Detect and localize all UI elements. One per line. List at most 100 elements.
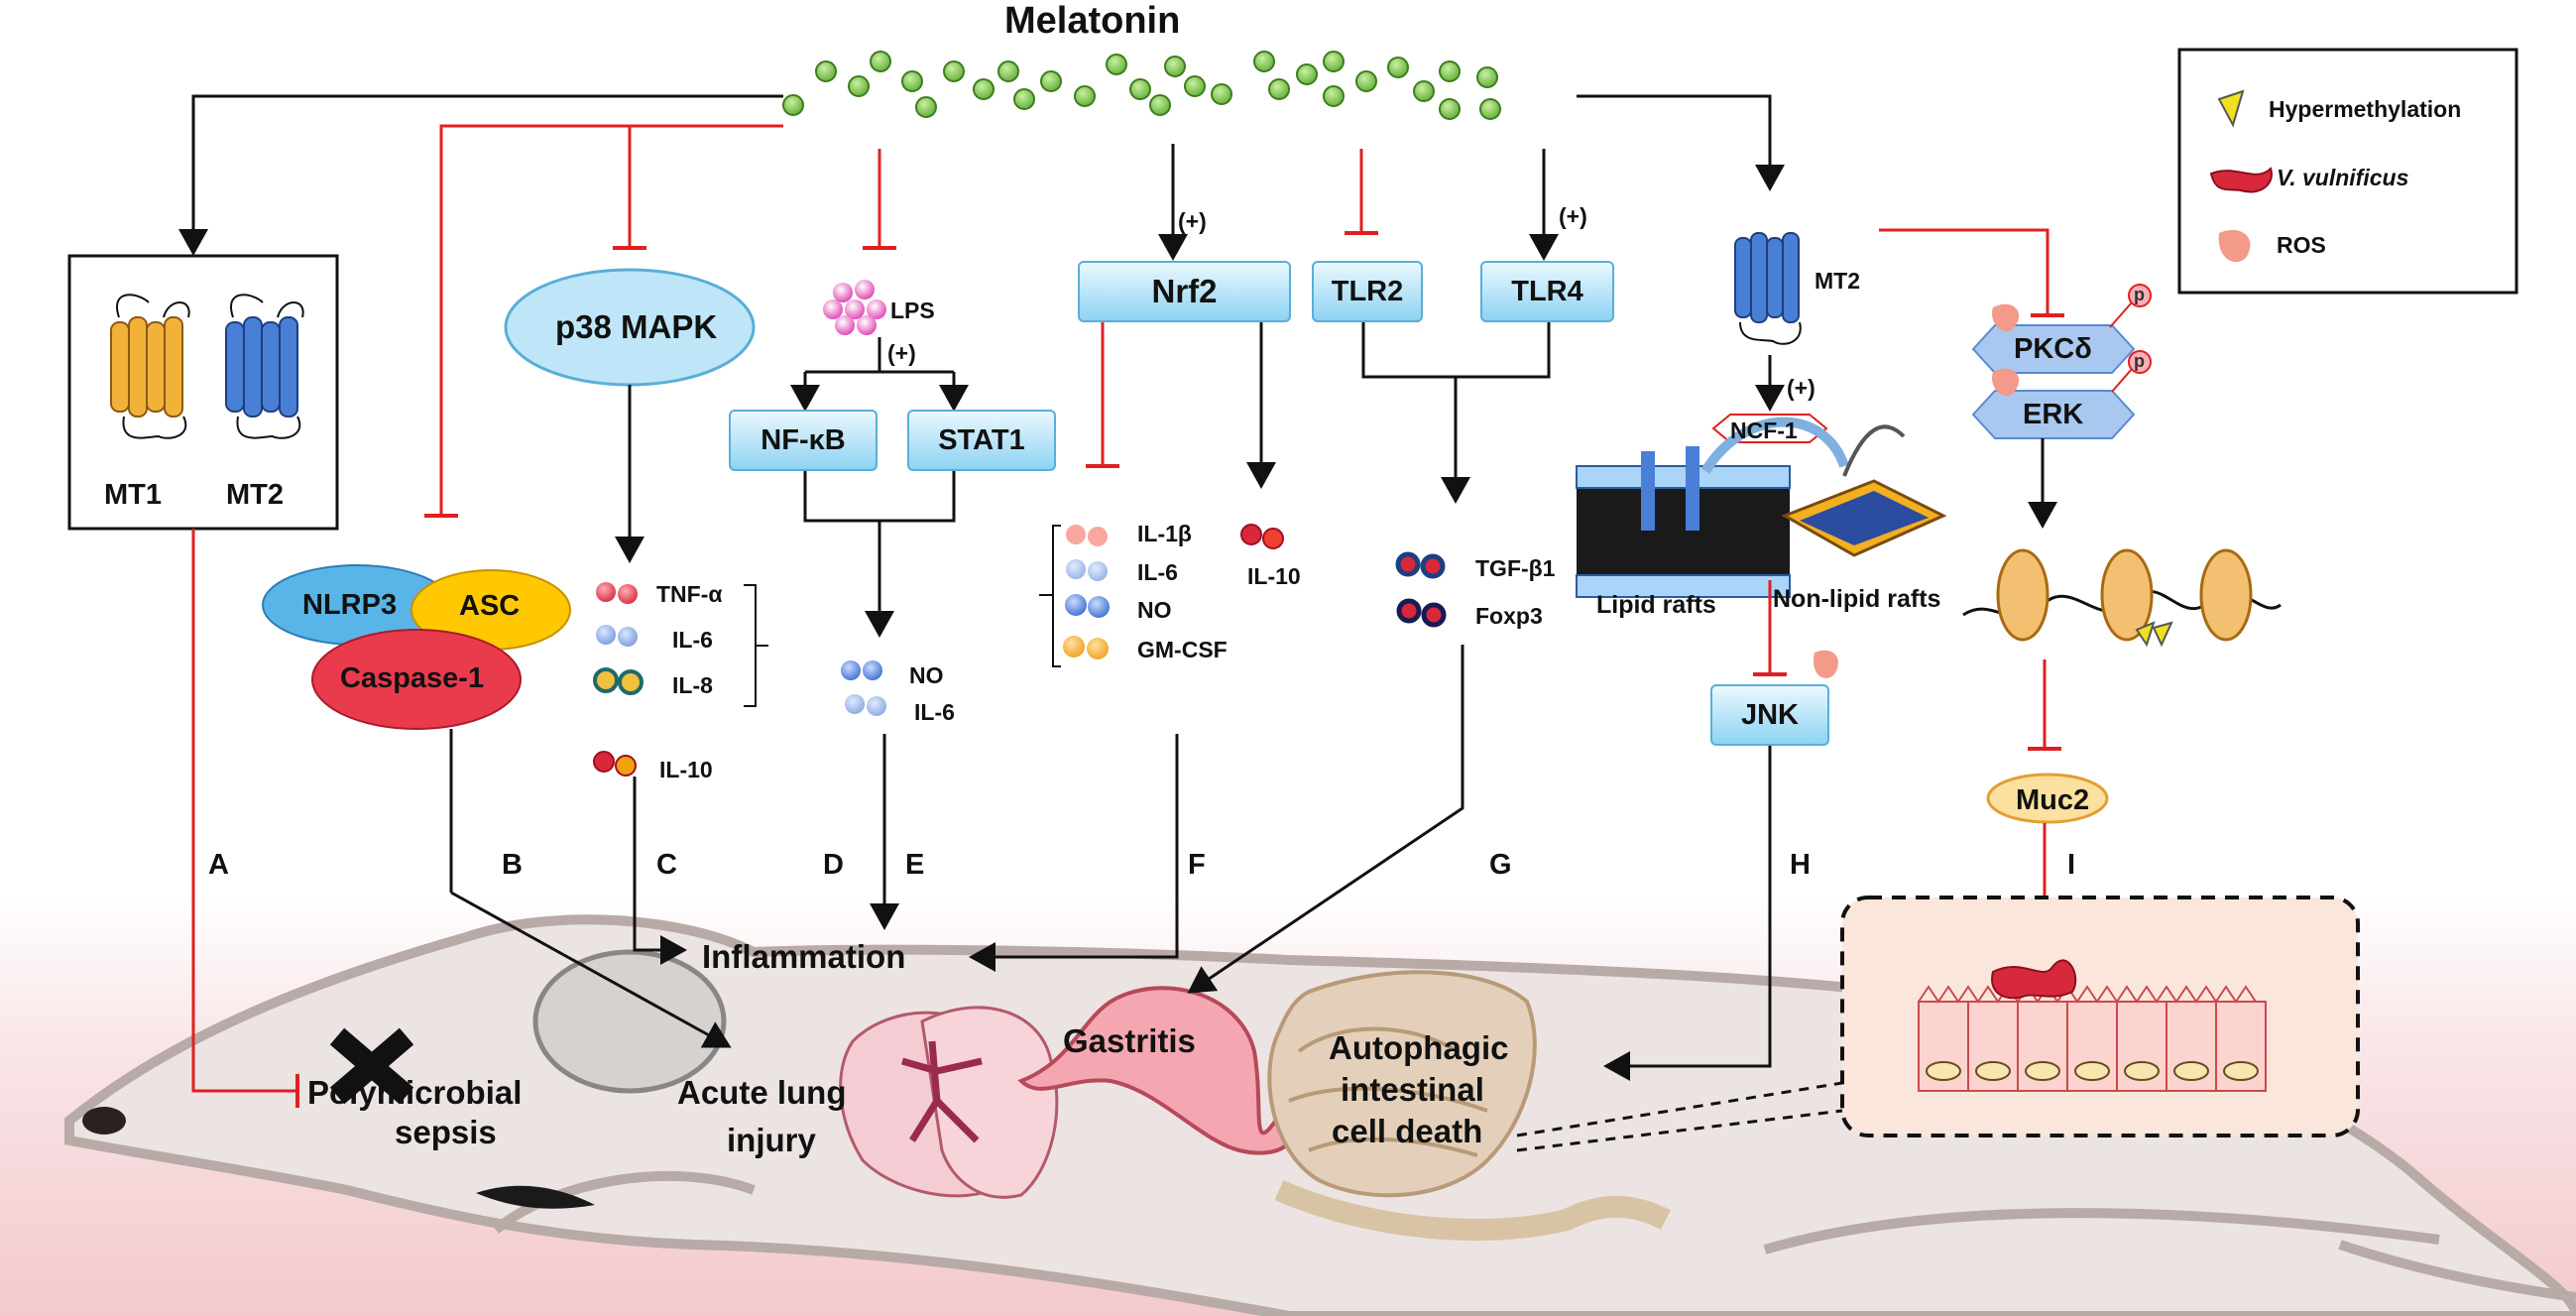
outcome-inflammation: Inflammation: [702, 938, 906, 975]
nfkb-node: NF-κB: [729, 410, 878, 471]
ros-icon-jnk: [1814, 650, 1838, 678]
vvulnificus-legend-icon: [2209, 167, 2273, 193]
hypermethylation-legend-icon: [2217, 89, 2245, 128]
epithelium-cells: [1918, 985, 2267, 1092]
pathway-letter-f: F: [1188, 849, 1206, 881]
erk-label: ERK: [2023, 399, 2084, 430]
mt2-right-receptor-icon: [1734, 232, 1802, 345]
stomach-illustration: [1017, 986, 1294, 1155]
cytokines-g-dots: [1395, 551, 1447, 628]
cytokine-c-tnfa: TNF-α: [656, 581, 723, 607]
nrf2-node: Nrf2: [1078, 261, 1291, 322]
lipid-rafts-icon: [1576, 446, 1791, 598]
ros-legend-icon: [2218, 229, 2251, 263]
plus-mt2: (+): [1787, 375, 1815, 401]
mt2-receptor-icon: [225, 294, 304, 439]
tlr2-node: TLR2: [1312, 261, 1423, 322]
phospho-icon-1: [2128, 284, 2152, 307]
p38-mapk-label: p38 MAPK: [555, 308, 718, 345]
lps-label: LPS: [890, 298, 935, 323]
outcome-autophagic-line3: cell death: [1332, 1113, 1483, 1149]
mt2-right-label: MT2: [1815, 268, 1860, 294]
cytokine-f-no: NO: [1137, 597, 1172, 623]
intestines-illustration: [1267, 970, 1671, 1241]
hypermethylation-marker-1: [2135, 621, 2156, 648]
outcome-autophagic-line1: Autophagic: [1329, 1029, 1509, 1066]
asc-label: ASC: [459, 590, 521, 622]
cytokines-f-dots: [1063, 524, 1284, 659]
plus-tlr4: (+): [1559, 203, 1587, 229]
cytokine-c-il6: IL-6: [672, 627, 713, 653]
cytokine-f-gmcsf: GM-CSF: [1137, 637, 1228, 662]
cytokine-f-il10: IL-10: [1247, 563, 1301, 589]
mt1-receptor-icon: [110, 294, 190, 439]
path-nfkb-stat1-merge: [803, 471, 956, 635]
erk-node: [1971, 390, 2136, 439]
melatonin-links: [863, 144, 1559, 261]
outcome-sepsis-line1: Polymicrobial: [307, 1074, 523, 1111]
legend-ros: ROS: [2277, 232, 2326, 258]
pathway-letter-c: C: [656, 849, 677, 881]
nlrp3-label: NLRP3: [302, 589, 398, 621]
legend-vvulnificus: V. vulnificus: [2277, 165, 2409, 190]
phospho-label-1: p: [2134, 285, 2145, 304]
top-connector-lines: [178, 94, 1785, 518]
cytokine-g-foxp3: Foxp3: [1475, 603, 1543, 629]
cytokines-c-dots: [593, 582, 644, 777]
tlr4-node: TLR4: [1480, 261, 1614, 322]
muc2-node: [1986, 773, 2109, 824]
ros-icon-erk: [1992, 368, 2020, 397]
chromatin-icon: [1962, 548, 2282, 648]
outcome-ali-line1: Acute lung: [677, 1074, 847, 1111]
outcome-ali-line2: injury: [727, 1122, 816, 1158]
pkcd-label: PKCδ: [2014, 333, 2092, 365]
path-c-arrow: [633, 777, 687, 965]
vvulnificus-icon-gut: [1991, 959, 2077, 1000]
epithelium-callout: [1516, 1081, 1843, 1152]
ros-icon-pkcd: [1992, 303, 2020, 332]
cytokine-d-no: NO: [909, 662, 944, 688]
non-lipid-rafts-icon: [1781, 424, 1947, 557]
jnk-node: JNK: [1710, 684, 1829, 746]
hypermethylation-marker-2: [2152, 621, 2173, 648]
pathway-letter-d: D: [823, 849, 844, 881]
mt2-label: MT2: [226, 479, 284, 511]
path-b-arrow: [450, 891, 732, 1048]
path-a-inhibition: [191, 529, 297, 1093]
mt1-label: MT1: [104, 479, 162, 511]
cytokine-g-tgfb1: TGF-β1: [1475, 555, 1556, 581]
pathway-letter-a: A: [208, 849, 229, 881]
pathway-letter-g: G: [1489, 849, 1512, 881]
cytokine-f-il6: IL-6: [1137, 559, 1178, 585]
pathway-letter-e: E: [905, 849, 925, 881]
pathway-letter-b: B: [502, 849, 523, 881]
raft-shift-arrow: [1700, 417, 1849, 474]
pathway-letter-i: I: [2067, 849, 2076, 881]
path-f-arrow: [969, 734, 1179, 972]
rat-nose: [82, 1107, 126, 1135]
path-g-arrow: [1187, 645, 1464, 994]
outcome-autophagic-line2: intestinal: [1341, 1071, 1484, 1108]
legend-hypermethylation: Hypermethylation: [2269, 96, 2462, 122]
outcome-sepsis-line2: sepsis: [395, 1114, 497, 1150]
cytokine-c-il8: IL-8: [672, 672, 713, 698]
lungs-illustration: [839, 1006, 1059, 1199]
muc2-label: Muc2: [2016, 784, 2090, 816]
pathway-letter-h: H: [1790, 849, 1811, 881]
rat-ear: [532, 949, 727, 1094]
stat1-node: STAT1: [907, 410, 1056, 471]
melatonin-dots: [782, 51, 1501, 120]
melatonin-title: Melatonin: [1004, 0, 1181, 42]
lps-icon: [823, 280, 886, 335]
plus-lps: (+): [887, 340, 916, 366]
outcome-gastritis: Gastritis: [1063, 1022, 1196, 1059]
non-lipid-rafts-label: Non-lipid rafts: [1773, 585, 1941, 613]
cytokine-f-il1b: IL-1β: [1137, 521, 1192, 546]
cytokines-d-dots: [841, 660, 886, 716]
cytokine-d-il6: IL-6: [914, 699, 955, 725]
caspase-1-label: Caspase-1: [340, 662, 485, 694]
caspase-1-node: [311, 629, 522, 730]
rat-mouth: [476, 1185, 595, 1209]
